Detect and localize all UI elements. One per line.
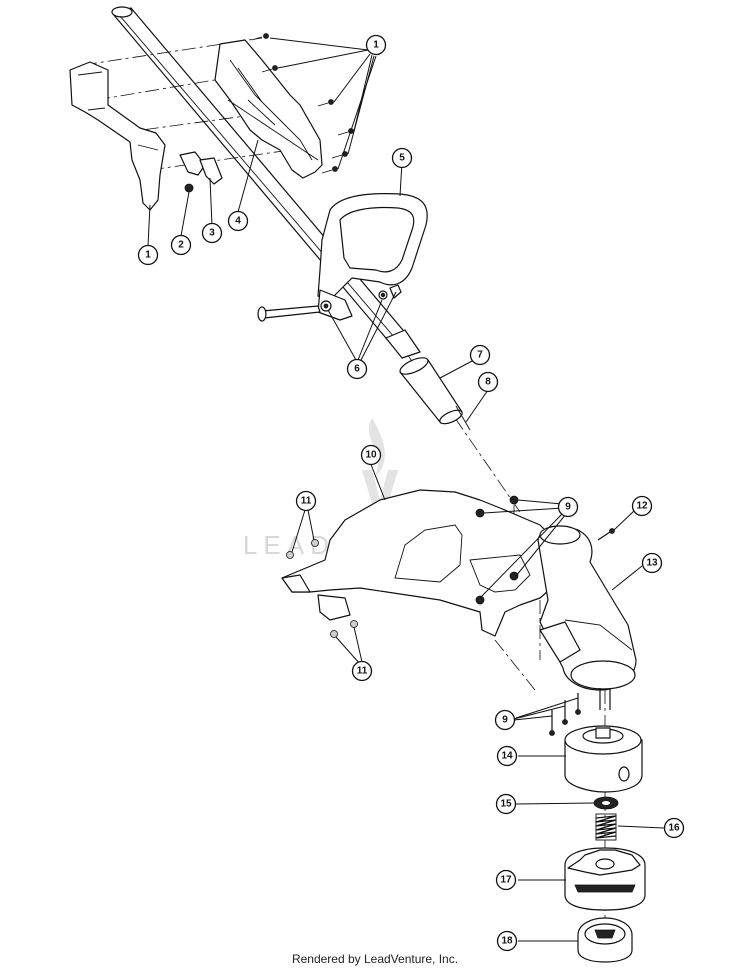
svg-text:13: 13 [646,558,658,569]
gear-head-screw [597,528,615,541]
spool [564,847,646,911]
svg-text:1: 1 [145,250,151,261]
callout-12: 12 [631,495,653,517]
callouts: 1 1 2 3 4 5 6 7 8 9 9 10 11 11 12 13 14 … [137,34,685,952]
svg-text:10: 10 [365,450,377,461]
guard-screws-lower [549,693,581,736]
callout-3: 3 [201,222,223,244]
svg-text:4: 4 [235,216,241,227]
callout-15: 15 [495,793,517,815]
handle-hardware [257,284,402,322]
bump-knob [577,917,633,963]
callout-4: 4 [227,210,249,232]
callout-18: 18 [496,930,518,952]
rear-handle-housing [69,39,323,211]
spring [595,813,617,841]
trigger-and-lever [179,151,223,193]
housing-screws [251,33,354,174]
callout-8: 8 [477,371,499,393]
svg-text:17: 17 [500,875,512,886]
callout-10: 10 [360,444,382,466]
guard-screws-upper [475,495,519,605]
svg-text:2: 2 [178,240,184,251]
callout-16: 16 [663,817,685,839]
callout-9-lower: 9 [494,709,516,731]
callout-9-upper: 9 [557,496,579,518]
svg-text:18: 18 [501,936,513,947]
svg-text:11: 11 [357,666,368,677]
assist-handle [317,193,428,321]
shaft-coupler [385,329,471,431]
svg-text:16: 16 [668,823,680,834]
svg-text:15: 15 [500,799,512,810]
callout-14: 14 [496,745,518,767]
footer-credit: Rendered by LeadVenture, Inc. [291,952,459,966]
callout-6: 6 [346,358,368,380]
svg-text:9: 9 [565,502,571,513]
callout-1-top: 1 [365,34,387,56]
assembly-lines [82,37,606,940]
svg-text:14: 14 [501,751,513,762]
callout-5: 5 [391,147,413,169]
trimmer-guard [281,489,556,638]
callout-11-lower: 11 [351,660,373,682]
washer [593,796,619,810]
throttle-cable [227,99,319,161]
svg-text:3: 3 [209,228,215,239]
trimmer-head-housing [564,725,643,793]
svg-text:11: 11 [301,496,312,507]
svg-text:8: 8 [485,377,491,388]
callout-13: 13 [641,552,663,574]
svg-text:9: 9 [502,715,508,726]
leader-lines [147,37,665,942]
callout-7: 7 [469,344,491,366]
callout-2: 2 [170,234,192,256]
svg-text:12: 12 [636,501,648,512]
callout-11-upper: 11 [295,490,317,512]
svg-text:7: 7 [477,350,483,361]
svg-text:6: 6 [354,364,360,375]
callout-1-left: 1 [137,244,159,266]
gear-head [537,525,637,710]
callout-17: 17 [495,869,517,891]
svg-text:1: 1 [373,40,379,51]
svg-text:5: 5 [399,153,405,164]
